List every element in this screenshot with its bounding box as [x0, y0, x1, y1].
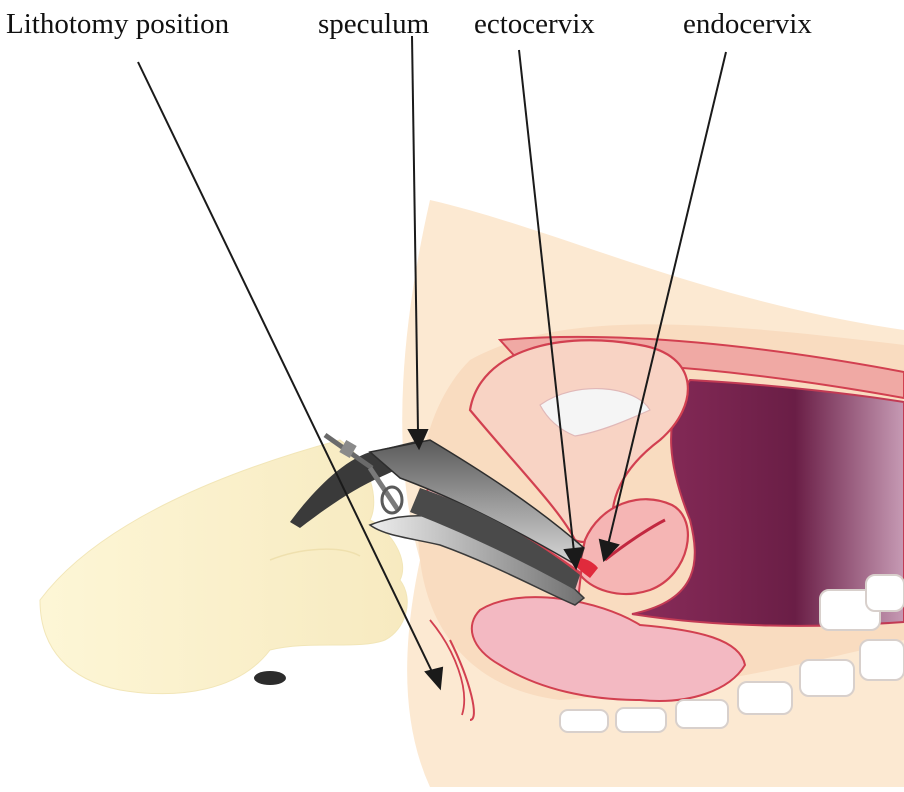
label-ectocervix: ectocervix: [474, 6, 595, 42]
ring-shadow: [254, 671, 286, 685]
label-endocervix: endocervix: [683, 6, 812, 42]
label-lithotomy-position: Lithotomy position: [6, 6, 229, 42]
label-speculum: speculum: [318, 6, 429, 42]
